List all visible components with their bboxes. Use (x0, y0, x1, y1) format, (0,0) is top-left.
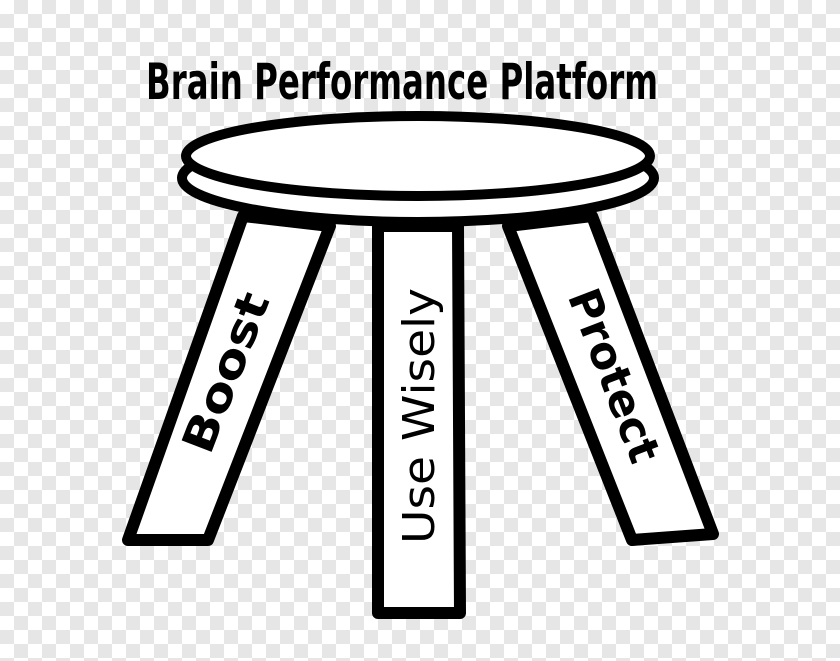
stool-leg-left (122, 210, 336, 546)
stool-leg-right (502, 210, 719, 546)
stool-seat-top (181, 111, 655, 201)
leg-label-use-wisely: Use Wisely (394, 288, 445, 544)
diagram-title: Brain Performance Platform (146, 53, 658, 111)
